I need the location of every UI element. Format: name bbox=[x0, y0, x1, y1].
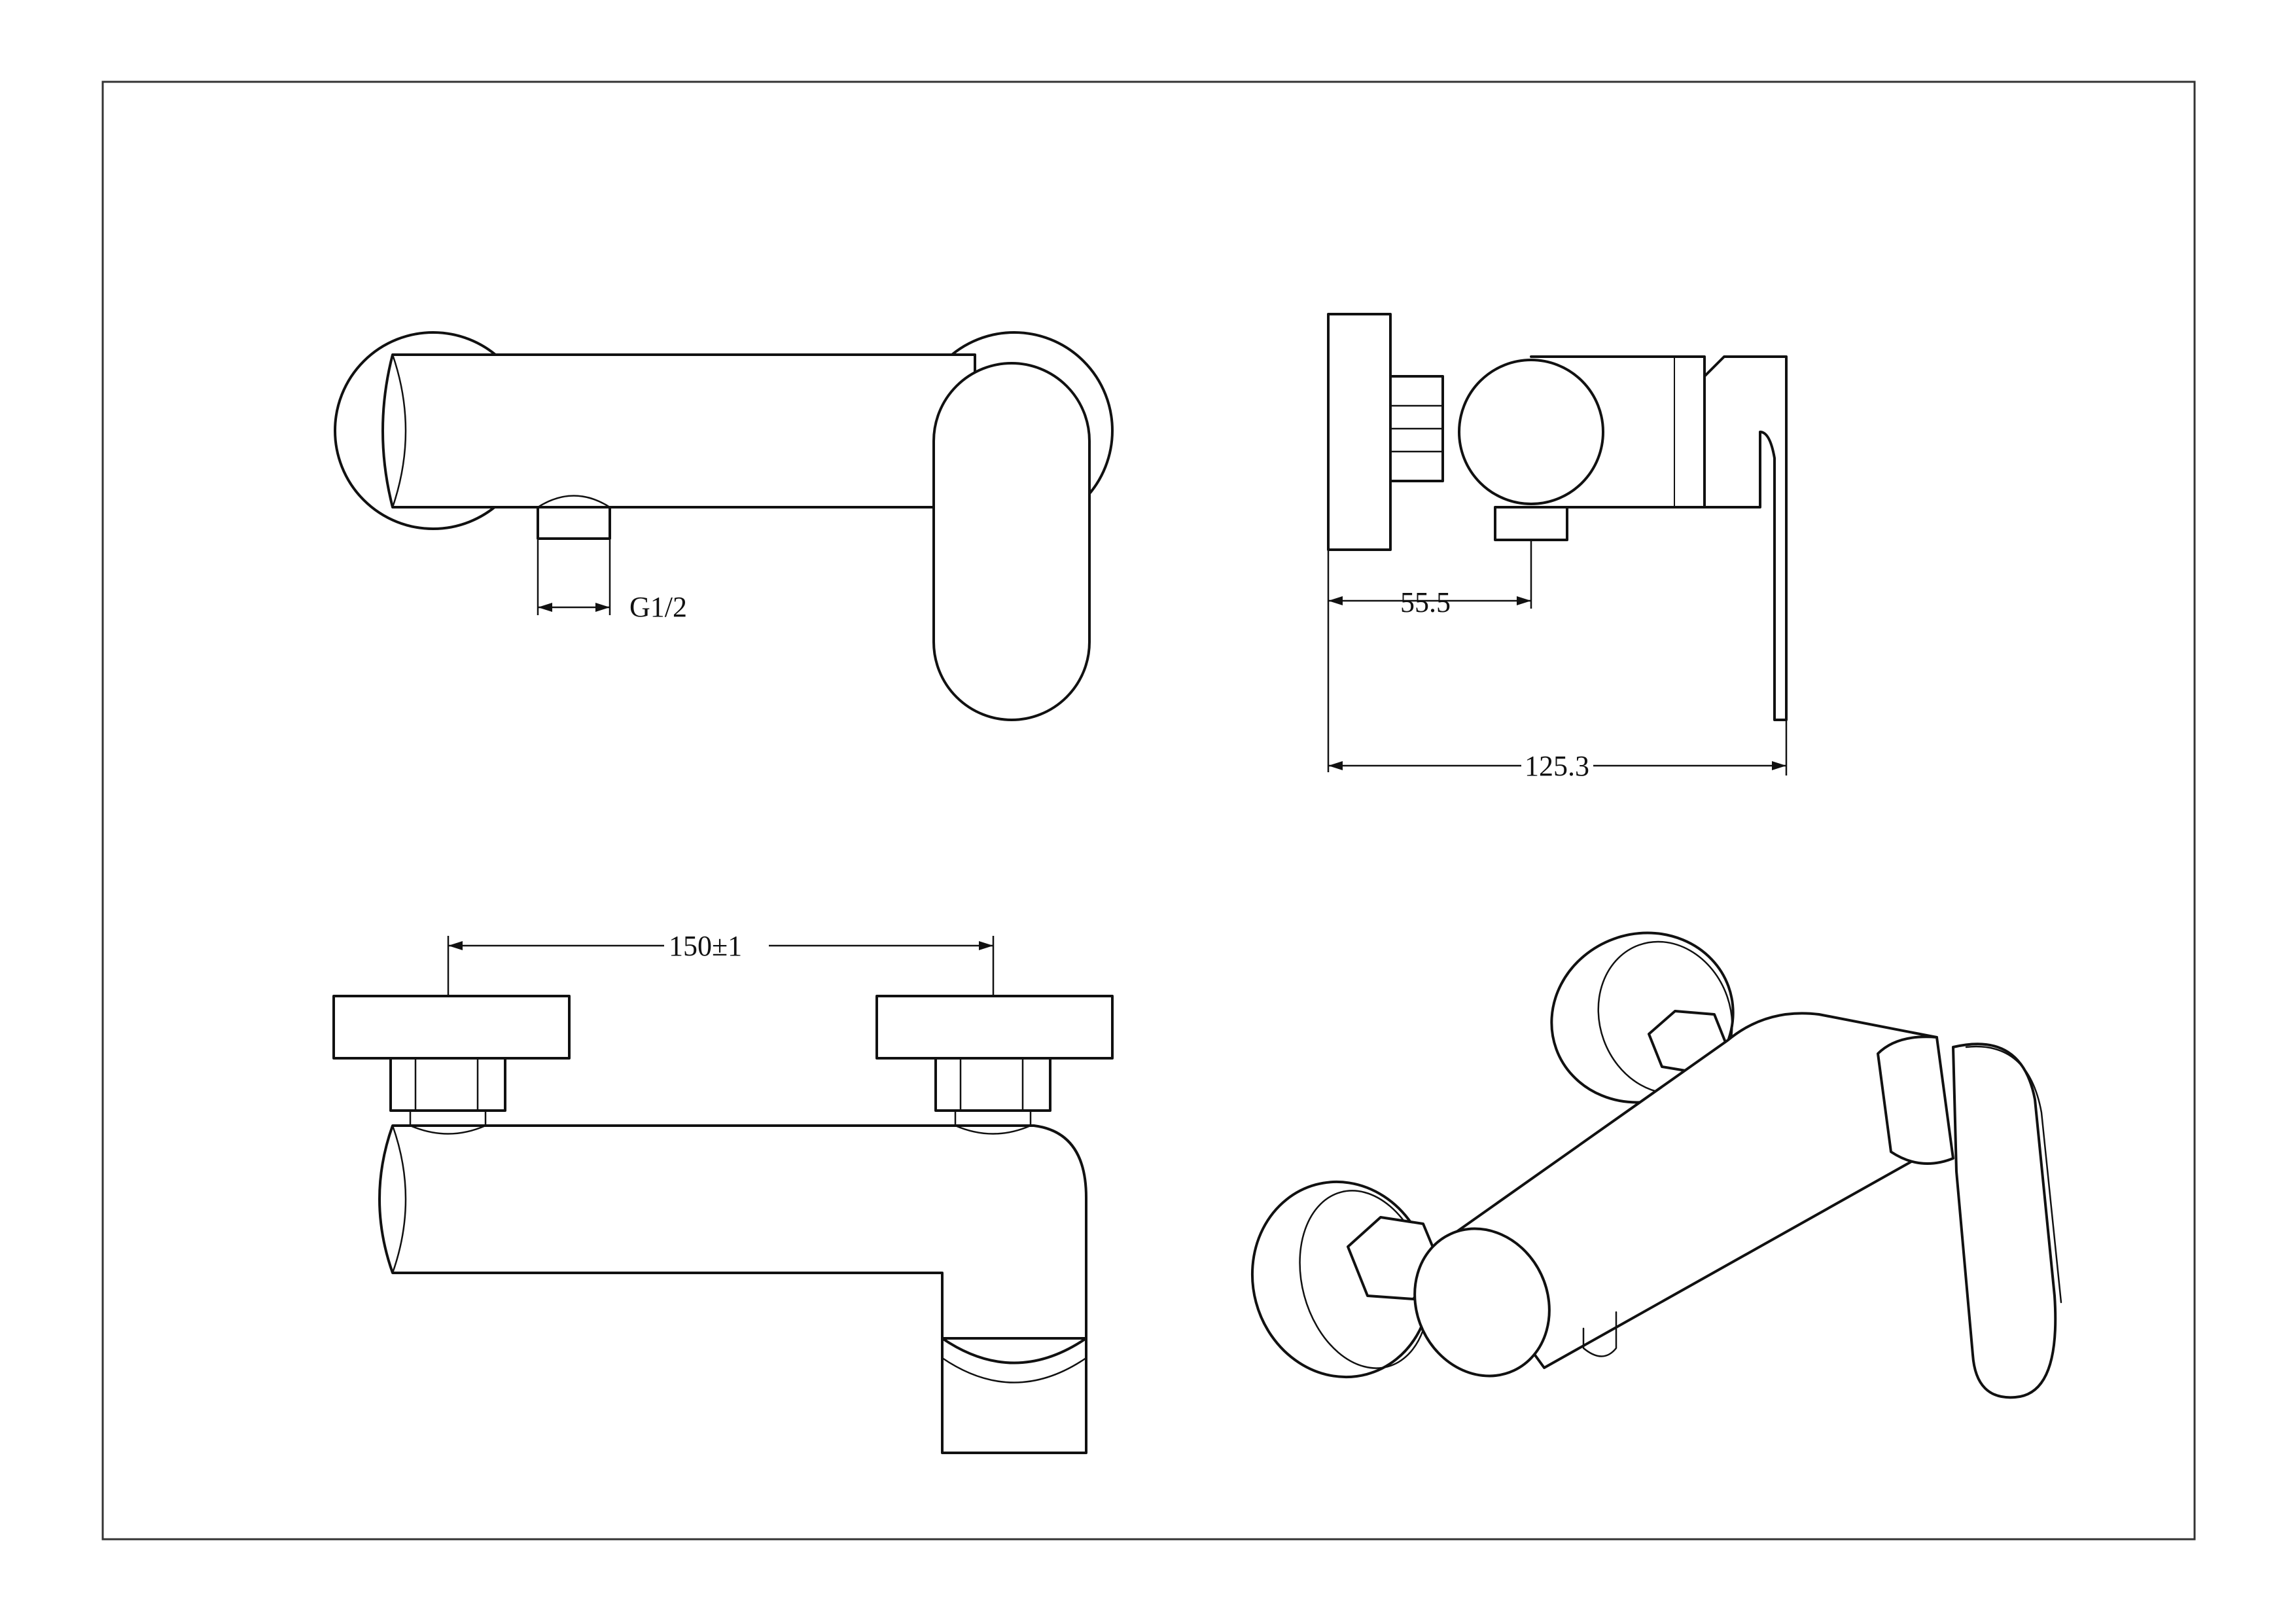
overall-depth-arrow-left bbox=[1328, 761, 1343, 770]
inlet-depth-arrow-right bbox=[1517, 596, 1531, 605]
top-view: 150±1 bbox=[332, 930, 1114, 1454]
front-view: G1/2 bbox=[334, 331, 1114, 721]
right-collar-top bbox=[954, 1109, 1032, 1135]
outlet-nut-side bbox=[1494, 506, 1568, 541]
lever-iso-edge bbox=[1965, 1045, 2062, 1304]
body-end-curve-top bbox=[391, 1124, 407, 1274]
handle-top bbox=[941, 1337, 1087, 1454]
cartridge-housing-side bbox=[1674, 355, 1706, 508]
lever-profile-side bbox=[1703, 355, 1788, 721]
mixer-body-front bbox=[381, 353, 976, 508]
inlet-depth-arrow-left bbox=[1328, 596, 1343, 605]
outlet-nut-ellipse bbox=[537, 495, 611, 508]
sheet-border bbox=[101, 80, 2196, 1541]
mixer-body-top bbox=[378, 1124, 1087, 1340]
body-end-cap-iso bbox=[1413, 1227, 1551, 1378]
body-circle-side bbox=[1458, 359, 1604, 505]
left-collar-top bbox=[409, 1109, 487, 1135]
left-flange-top bbox=[332, 995, 571, 1060]
lever-handle-front bbox=[932, 362, 1091, 721]
side-view: 55.5 125.3 bbox=[1327, 313, 1788, 782]
thread-arrow-left bbox=[538, 603, 552, 612]
cartridge-iso bbox=[1877, 1035, 1954, 1165]
right-hex-top bbox=[934, 1057, 1051, 1112]
isometric-view bbox=[1250, 931, 2062, 1399]
overall-depth-label: 125.3 bbox=[1525, 750, 1589, 782]
outlet-iso bbox=[1582, 1311, 1617, 1357]
centers-arrow-right bbox=[979, 941, 993, 950]
thread-arrow-right bbox=[595, 603, 610, 612]
lever-iso bbox=[1952, 1043, 2057, 1399]
inlet-depth-label: 55.5 bbox=[1400, 586, 1451, 618]
wall-flange-side bbox=[1327, 313, 1392, 551]
body-end-cap-curve bbox=[391, 353, 407, 508]
centers-arrow-left bbox=[448, 941, 463, 950]
thread-dimension-label: G1/2 bbox=[629, 591, 687, 623]
mixer-body-iso bbox=[1448, 1012, 1938, 1369]
right-flange-top bbox=[875, 995, 1114, 1060]
centers-dimension-label: 150±1 bbox=[669, 930, 742, 962]
left-hex-top bbox=[389, 1057, 506, 1112]
outlet-nut-front bbox=[537, 506, 611, 540]
overall-depth-arrow-right bbox=[1772, 761, 1786, 770]
handle-top-curve bbox=[941, 1357, 1087, 1383]
